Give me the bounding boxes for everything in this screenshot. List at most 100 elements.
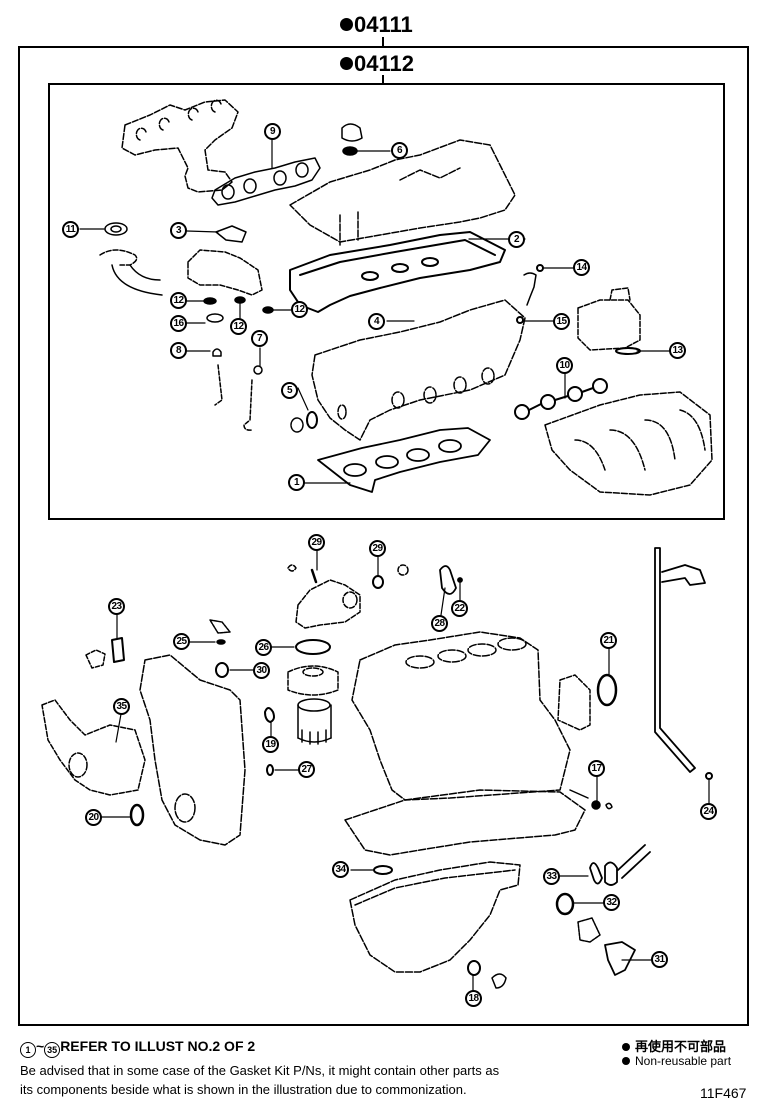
callout-22[interactable]: 22: [451, 600, 468, 617]
exhaust-pipe-drawing: [99, 222, 163, 296]
callout-1[interactable]: 1: [288, 474, 305, 491]
intake-manifold-drawing: [544, 391, 713, 496]
oil-filler-cap-drawing: [341, 123, 363, 156]
ref-range-separator: ~: [36, 1038, 45, 1054]
callout-31[interactable]: 31: [651, 951, 668, 968]
legend-en-text: Non-reusable part: [635, 1054, 732, 1068]
thermostat-gasket-drawing: [555, 892, 575, 916]
non-reusable-dot-icon: [340, 18, 353, 31]
oring-24-drawing: [705, 772, 713, 780]
camshaft-seal-drawing: [290, 411, 318, 433]
callout-14[interactable]: 14: [573, 259, 590, 276]
callout-10[interactable]: 10: [556, 357, 573, 374]
callout-16[interactable]: 16: [170, 315, 187, 332]
water-inlet-gasket-drawing: [589, 844, 651, 886]
intake-manifold-gasket-drawing: [514, 378, 608, 420]
callout-15[interactable]: 15: [553, 313, 570, 330]
callout-23[interactable]: 23: [108, 598, 125, 615]
callout-9[interactable]: 9: [264, 123, 281, 140]
sensor-23-drawing: [85, 637, 125, 669]
injector-drawing: [516, 264, 544, 324]
callout-19[interactable]: 19: [262, 736, 279, 753]
callout-13[interactable]: 13: [669, 342, 686, 359]
oring-27-drawing: [266, 764, 274, 776]
cylinder-block-drawing: [351, 631, 571, 801]
callout-33[interactable]: 33: [543, 868, 560, 885]
callout-27[interactable]: 27: [298, 761, 315, 778]
callout-34[interactable]: 34: [332, 861, 349, 878]
inner-title-tick: [382, 75, 384, 84]
ref-text: REFER TO ILLUST NO.2 OF 2: [60, 1038, 256, 1054]
legend-non-reusable-jp: 再使用不可部品: [622, 1036, 726, 1055]
callout-29-left[interactable]: 29: [308, 534, 325, 551]
oil-filter-bracket-drawing: [287, 665, 339, 696]
dipstick-guide-drawing: [654, 547, 706, 773]
commonization-note-line-2: its components beside what is shown in t…: [20, 1082, 467, 1097]
callout-17[interactable]: 17: [588, 760, 605, 777]
valve-cover-gasket-drawing: [289, 231, 506, 313]
gasket-28-drawing: [439, 565, 463, 595]
exhaust-manifold-gasket-drawing: [211, 157, 321, 206]
callout-29-right[interactable]: 29: [369, 540, 386, 557]
legend-jp-text: 再使用不可部品: [635, 1039, 727, 1054]
drain-plug-gasket-drawing: [467, 960, 481, 976]
non-reusable-dot-icon: [340, 57, 353, 70]
non-reusable-dot-icon: [622, 1057, 630, 1065]
water-outlet-drawing: [577, 287, 641, 351]
callout-30[interactable]: 30: [253, 662, 270, 679]
callout-8[interactable]: 8: [170, 342, 187, 359]
callout-5[interactable]: 5: [281, 382, 298, 399]
timing-chain-cover-drawing: [139, 654, 246, 846]
callout-11[interactable]: 11: [62, 221, 79, 238]
kit-outer-part-number: 04111: [340, 14, 413, 36]
cylinder-head-drawing: [311, 299, 526, 441]
callout-24[interactable]: 24: [700, 803, 717, 820]
non-reusable-dot-icon: [622, 1043, 630, 1051]
seal-25-drawing: [216, 639, 226, 645]
oil-pan-upper-drawing: [344, 789, 586, 856]
rear-oil-seal-drawing: [596, 673, 618, 707]
seal-retainer-drawing: [557, 674, 591, 731]
callout-4[interactable]: 4: [368, 313, 385, 330]
callout-12-right[interactable]: 12: [291, 301, 308, 318]
seal-29b-drawing: [372, 575, 384, 589]
callout-25[interactable]: 25: [173, 633, 190, 650]
callout-2[interactable]: 2: [508, 231, 525, 248]
callout-28[interactable]: 28: [431, 615, 448, 632]
callout-12-left[interactable]: 12: [170, 292, 187, 309]
callout-6[interactable]: 6: [391, 142, 408, 159]
seal-30-drawing: [215, 662, 229, 678]
cylinder-head-gasket-drawing: [317, 427, 491, 493]
valve-cover-drawing: [289, 139, 516, 246]
seal-20-drawing: [129, 803, 145, 827]
plug-17-drawing: [569, 789, 613, 810]
callout-12-center[interactable]: 12: [230, 318, 247, 335]
kit-outer-part-number-text: 04111: [354, 12, 413, 37]
kit-inner-part-number: 04112: [340, 53, 414, 75]
callout-18[interactable]: 18: [465, 990, 482, 1007]
commonization-note-line-1: Be advised that in some case of the Gask…: [20, 1063, 500, 1078]
seal-29-drawing: [310, 568, 318, 584]
callout-7[interactable]: 7: [251, 330, 268, 347]
drain-plug-drawing: [491, 973, 507, 989]
callout-35[interactable]: 35: [113, 698, 130, 715]
callout-3[interactable]: 3: [170, 222, 187, 239]
callout-21[interactable]: 21: [600, 632, 617, 649]
water-pump-drawing: [41, 699, 146, 796]
gasket-19-drawing: [264, 707, 275, 723]
callout-26[interactable]: 26: [255, 639, 272, 656]
water-inlet-drawing: [287, 564, 409, 629]
oil-filter-drawing: [297, 698, 332, 745]
bracket-25-drawing: [209, 619, 231, 634]
thermostat-drawing: [577, 917, 601, 943]
small-seals-drawing: [203, 296, 274, 431]
ref-range-start-callout: 1: [20, 1042, 36, 1058]
oring-26-drawing: [295, 639, 331, 655]
gasket-31-drawing: [604, 941, 636, 976]
callout-32[interactable]: 32: [603, 894, 620, 911]
oil-pan-drawing: [349, 861, 521, 973]
callout-20[interactable]: 20: [85, 809, 102, 826]
kit-inner-part-number-text: 04112: [354, 51, 414, 76]
kit-inner-frame: [48, 83, 725, 520]
